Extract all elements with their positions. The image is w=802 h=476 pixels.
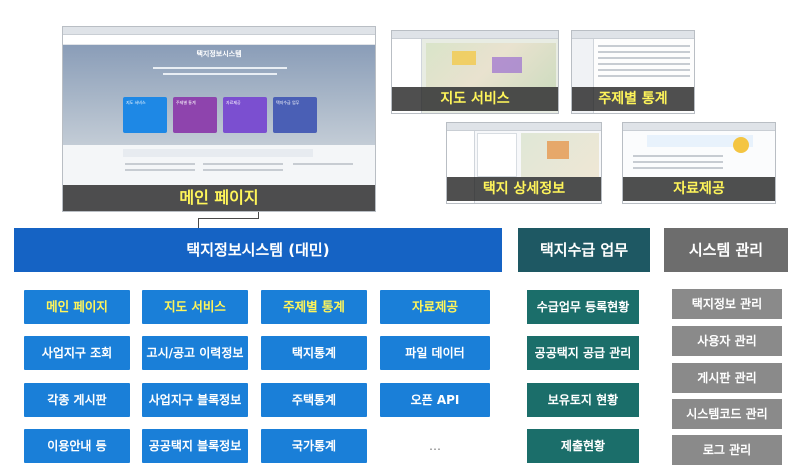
feature-box: 국가통계: [261, 429, 367, 463]
content-line: [633, 161, 723, 163]
column-header-map-service: 지도 서비스: [142, 290, 248, 324]
stats-caption: 주제별 통계: [572, 87, 694, 111]
admin-item: 로그 관리: [672, 435, 782, 465]
admin-header: 시스템 관리: [664, 228, 788, 272]
feature-box: 택지통계: [261, 336, 367, 370]
feature-box: 오픈 API: [380, 383, 490, 417]
feature-box: 사업지구 블록정보: [142, 383, 248, 417]
main-system-header: 택지정보시스템 (대민): [14, 228, 502, 272]
feature-box: 파일 데이터: [380, 336, 490, 370]
hero-card: 지도 서비스: [123, 97, 167, 133]
hero-title: 택지정보시스템: [196, 50, 242, 58]
content-line: [633, 155, 723, 157]
supply-item: 공공택지 공급 관리: [527, 336, 639, 370]
detail-screenshot: 택지 상세정보: [446, 122, 602, 204]
main-page-caption: 메인 페이지: [63, 185, 375, 211]
table-row-line: [598, 75, 690, 77]
feature-box: 주택통계: [261, 383, 367, 417]
content-line: [293, 163, 353, 165]
main-page-screenshot: 택지정보시스템 지도 서비스 주제별 통계 자료제공 택지수급 업무 메인 페이…: [62, 26, 376, 212]
map-service-screenshot: 지도 서비스: [391, 30, 559, 114]
hero-banner: 택지정보시스템 지도 서비스 주제별 통계 자료제공 택지수급 업무: [63, 45, 375, 145]
detail-caption: 택지 상세정보: [447, 177, 601, 201]
content-line: [125, 163, 195, 165]
data-screenshot: 자료제공: [622, 122, 776, 204]
map-canvas: [426, 43, 556, 87]
hero-text-line: [163, 73, 277, 75]
connector-line: [198, 218, 259, 219]
browser-bar: [623, 123, 775, 131]
admin-item: 사용자 관리: [672, 326, 782, 356]
table-row-line: [598, 45, 690, 47]
table-row-line: [598, 57, 690, 59]
table-row-line: [598, 63, 690, 65]
column-header-stats: 주제별 통계: [261, 290, 367, 324]
browser-bar: [63, 27, 375, 35]
hero-card-label: 지도 서비스: [126, 100, 146, 105]
supply-item: 수급업무 등록현황: [527, 290, 639, 324]
data-illustration: [733, 137, 749, 153]
feature-box: 이용안내 등: [24, 429, 130, 463]
hero-card: 자료제공: [223, 97, 267, 133]
browser-bar: [392, 31, 558, 39]
supply-item: 보유토지 현황: [527, 383, 639, 417]
data-banner: [647, 135, 753, 147]
content-line: [203, 169, 283, 171]
browser-bar: [572, 31, 694, 39]
admin-item: 택지정보 관리: [672, 289, 782, 319]
admin-item: 게시판 관리: [672, 363, 782, 393]
map-service-caption: 지도 서비스: [392, 87, 558, 111]
search-bar-mock: [123, 149, 313, 157]
content-line: [633, 167, 723, 169]
supply-header: 택지수급 업무: [518, 228, 650, 272]
browser-bar: [447, 123, 601, 131]
feature-box: 고시/공고 이력정보: [142, 336, 248, 370]
hero-card-label: 택지수급 업무: [276, 100, 300, 105]
table-row-line: [598, 69, 690, 71]
detail-parcel: [547, 141, 569, 159]
hero-card-label: 자료제공: [226, 100, 241, 105]
hero-text-line: [153, 67, 287, 69]
hero-card: 주제별 통계: [173, 97, 217, 133]
column-header-data: 자료제공: [380, 290, 490, 324]
stats-screenshot: 주제별 통계: [571, 30, 695, 114]
table-row-line: [598, 51, 690, 53]
site-header: [63, 35, 375, 45]
hero-card-label: 주제별 통계: [176, 100, 196, 105]
ellipsis-box: …: [380, 429, 490, 463]
connector-line: [198, 218, 199, 228]
column-header-main-page: 메인 페이지: [24, 290, 130, 324]
content-line: [203, 163, 283, 165]
detail-panel: [477, 133, 517, 177]
hero-card: 택지수급 업무: [273, 97, 317, 133]
feature-box: 사업지구 조회: [24, 336, 130, 370]
feature-box: 각종 게시판: [24, 383, 130, 417]
map-parcel: [492, 57, 522, 73]
feature-box: 공공택지 블록정보: [142, 429, 248, 463]
data-caption: 자료제공: [623, 177, 775, 201]
content-line: [125, 169, 195, 171]
connector-line: [258, 212, 259, 218]
supply-item: 제출현황: [527, 429, 639, 463]
map-parcel: [452, 51, 476, 65]
admin-item: 시스템코드 관리: [672, 399, 782, 429]
